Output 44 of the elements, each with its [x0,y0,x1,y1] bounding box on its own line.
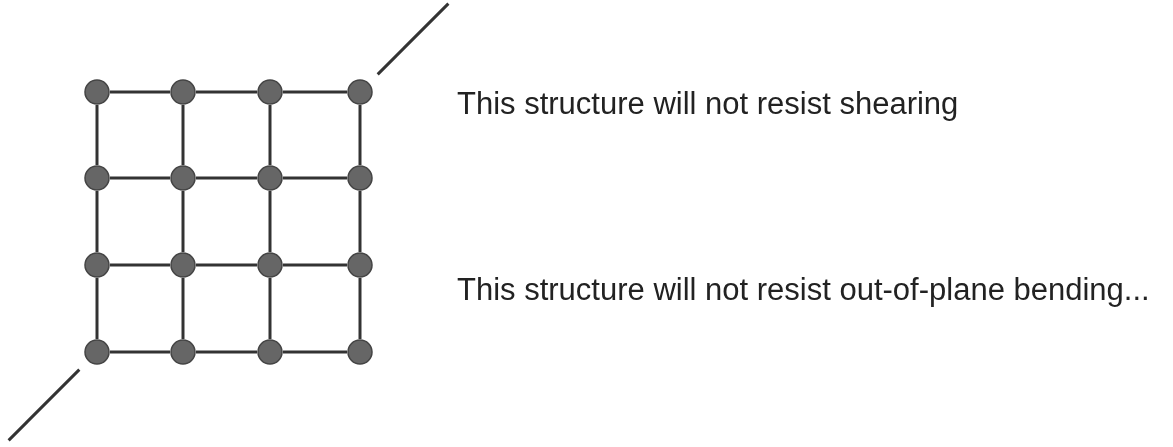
strut-line [110,263,170,267]
joint-dot [84,252,110,278]
strut-line [196,176,257,180]
strut-line [268,105,272,165]
joint-dot [257,339,283,365]
strut-line [283,90,347,94]
strut-line [196,263,257,267]
joint-dot [347,339,373,365]
note-text: This structure will not resist shearing [457,86,960,122]
line [376,2,450,76]
strut-line [95,278,99,339]
joint-dot [347,165,373,191]
strut-line [268,278,272,339]
joint-dot [347,79,373,105]
joint-dot [84,165,110,191]
strut-line [110,176,170,180]
joint-dot [257,165,283,191]
strut-line [196,350,257,354]
note-text: This structure will not resist out-of-plane bending... [457,272,1151,308]
strut-line [181,105,185,165]
joint-dot [84,339,110,365]
strut-line [95,105,99,165]
strut-line [283,350,347,354]
joint-dot [257,79,283,105]
strut-line [358,105,362,165]
strut-line [358,278,362,339]
joint-dot [347,252,373,278]
joint-dot [170,79,196,105]
strut-line [358,191,362,252]
strut-line [95,191,99,252]
joint-dot [84,79,110,105]
strut-line [181,278,185,339]
strut-line [181,191,185,252]
strut-line [283,263,347,267]
strut-line [110,350,170,354]
joint-dot [170,165,196,191]
strut-line [110,90,170,94]
strut-line [268,191,272,252]
strut-line [196,90,257,94]
joint-dot [170,339,196,365]
strut-line [283,176,347,180]
joint-dot [257,252,283,278]
line [7,368,81,442]
joint-dot [170,252,196,278]
